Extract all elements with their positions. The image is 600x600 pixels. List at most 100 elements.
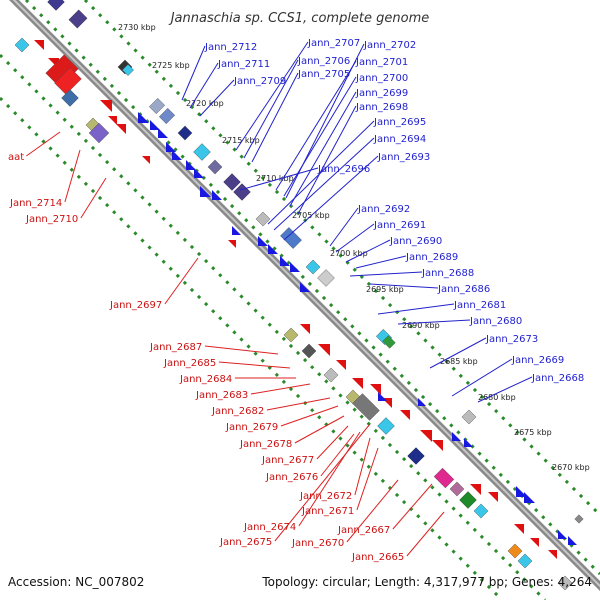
gene-block (574, 514, 584, 524)
forward-gene-label: Jann_2707 (307, 38, 360, 49)
blue-leader-line (429, 337, 487, 369)
accession-text: Accession: NC_007802 (8, 575, 144, 589)
blue-leader-line (289, 91, 357, 207)
red-gene-arrow (116, 124, 126, 134)
red-gene-arrow (488, 492, 498, 502)
gene-block (382, 335, 396, 349)
blue-gene-arrow (200, 186, 211, 197)
gene-block (207, 159, 223, 175)
forward-gene-label: Jann_2694 (373, 134, 426, 145)
blue-leader-line (397, 319, 471, 325)
gene-block (88, 122, 110, 144)
reverse-gene-label: Jann_2672 (299, 491, 352, 502)
forward-gene-label: Jann_2692 (357, 204, 410, 215)
blue-gene-arrow (258, 236, 268, 246)
gene-block (14, 37, 30, 53)
gene-block (377, 417, 395, 435)
blue-leader-line (297, 105, 357, 215)
forward-gene-label: Jann_2696 (317, 164, 370, 175)
forward-gene-label: Jann_2700 (355, 73, 408, 84)
forward-gene-label: Jann_2698 (355, 102, 408, 113)
gene-block (407, 447, 425, 465)
red-gene-arrow (300, 324, 310, 334)
red-leader-line (250, 383, 311, 395)
track-border-3 (0, 96, 504, 600)
blue-leader-line (199, 79, 235, 117)
gene-block (223, 173, 241, 191)
blue-leader-line (251, 72, 299, 163)
forward-gene-label: Jann_2711 (217, 59, 270, 70)
forward-gene-label: Jann_2680 (469, 316, 522, 327)
red-leader-line (218, 361, 291, 369)
blue-gene-arrow (568, 536, 577, 545)
blue-leader-line (189, 62, 219, 109)
scale-label: 2670 kbp (552, 463, 590, 472)
forward-gene-label: Jann_2712 (204, 42, 257, 53)
blue-leader-line (275, 60, 357, 191)
reverse-gene-label: Jann_2667 (337, 525, 390, 536)
gene-block (473, 503, 489, 519)
reverse-gene-label: Jann_2670 (291, 538, 344, 549)
red-leader-line (392, 483, 433, 530)
reverse-gene-label: Jann_2676 (265, 472, 318, 483)
red-leader-line (294, 415, 345, 444)
map-title: Jannaschia sp. CCS1, complete genome (168, 11, 430, 26)
reverse-gene-label: Jann_2677 (261, 455, 314, 466)
red-gene-arrow (34, 40, 44, 50)
gene-block (507, 543, 523, 559)
scale-label: 2720 kbp (186, 99, 224, 108)
scale-label: 2700 kbp (330, 249, 368, 258)
red-leader-line (320, 433, 355, 477)
scale-label: 2730 kbp (118, 23, 156, 32)
blue-gene-arrow (378, 392, 387, 401)
blue-gene-arrow (268, 244, 278, 254)
red-leader-line (280, 405, 339, 427)
blue-gene-arrow (418, 398, 426, 406)
blue-leader-line (235, 41, 309, 151)
red-leader-line (356, 447, 379, 511)
blue-gene-arrow (300, 282, 310, 292)
forward-gene-label: Jann_2709 (233, 76, 286, 87)
blue-gene-arrow (452, 432, 461, 441)
scale-label: 2725 kbp (152, 61, 190, 70)
genome-backbone (9, 0, 600, 591)
reverse-gene-labels: aatJann_2714Jann_2710Jann_2697Jann_2687J… (8, 152, 404, 563)
blue-gene-arrow (194, 168, 204, 178)
red-leader-line (266, 397, 331, 411)
reverse-gene-label: Jann_2682 (211, 406, 264, 417)
red-gene-arrow (108, 116, 117, 125)
blue-leader-line (283, 155, 379, 241)
blue-gene-arrow (290, 262, 300, 272)
blue-gene-arrow (464, 438, 473, 447)
reverse-gene-label: Jann_2665 (351, 552, 404, 563)
red-leader-line (346, 479, 399, 543)
track-border-2 (0, 53, 547, 600)
gene-block (461, 409, 477, 425)
red-gene-arrow (318, 344, 330, 356)
blue-gene-arrow (166, 142, 176, 152)
blue-leader-line (477, 376, 533, 403)
forward-gene-label: Jann_2691 (373, 220, 426, 231)
red-gene-block (54, 67, 82, 95)
red-leader-line (64, 149, 81, 203)
forward-gene-label: Jann_2690 (389, 236, 442, 247)
forward-gene-label: Jann_2686 (437, 284, 490, 295)
blue-leader-line (273, 137, 375, 231)
red-gene-arrow (548, 550, 557, 559)
reverse-gene-label: Jann_2684 (179, 374, 232, 385)
red-label-leaders (26, 131, 445, 557)
blue-leader-line (349, 271, 423, 277)
forward-gene-label: Jann_2688 (421, 268, 474, 279)
blue-leader-line (345, 239, 391, 263)
reverse-gene-label: aat (8, 152, 24, 163)
red-gene-arrow (336, 360, 346, 370)
forward-gene-label: Jann_2668 (531, 373, 584, 384)
scale-label: 2675 kbp (514, 428, 552, 437)
blue-gene-arrow (150, 120, 160, 130)
blue-leader-line (181, 45, 206, 101)
gene-block (433, 467, 455, 489)
red-leader-line (204, 345, 279, 355)
